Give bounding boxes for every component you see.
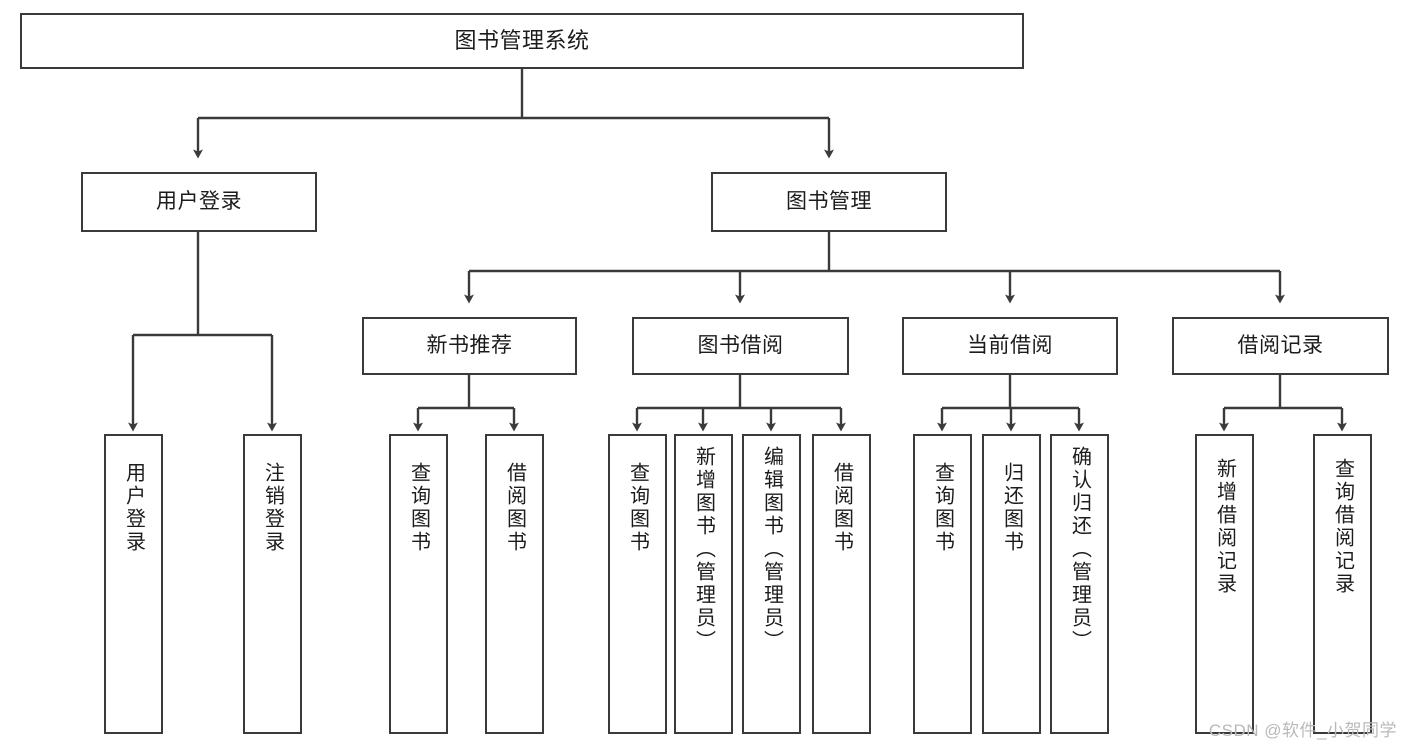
node-current-borrow[interactable]: 当前借阅 <box>902 317 1118 375</box>
node-current-borrow-label: 当前借阅 <box>967 334 1053 358</box>
leaf-user-login[interactable]: 用户登录 <box>104 434 163 734</box>
node-book-management-label: 图书管理 <box>786 190 872 214</box>
node-book-borrow[interactable]: 图书借阅 <box>632 317 849 375</box>
leaf-borrow-books-1-label: 借阅图书 <box>503 462 526 554</box>
node-new-book-recommend[interactable]: 新书推荐 <box>362 317 577 375</box>
node-borrow-record-label: 借阅记录 <box>1237 334 1324 358</box>
leaf-logout-login-label: 注销登录 <box>261 462 284 554</box>
leaf-add-record[interactable]: 新增借阅记录 <box>1195 434 1254 734</box>
node-user-login[interactable]: 用户登录 <box>81 172 317 232</box>
leaf-query-record[interactable]: 查询借阅记录 <box>1313 434 1372 734</box>
node-borrow-record[interactable]: 借阅记录 <box>1172 317 1389 375</box>
leaf-borrow-books-1[interactable]: 借阅图书 <box>485 434 544 734</box>
leaf-user-login-label: 用户登录 <box>122 462 145 554</box>
leaf-borrow-books-2-label: 借阅图书 <box>830 462 853 554</box>
node-book-borrow-label: 图书借阅 <box>697 334 784 358</box>
node-new-book-recommend-label: 新书推荐 <box>426 334 513 358</box>
leaf-query-books-3-label: 查询图书 <box>931 462 954 554</box>
leaf-add-record-label: 新增借阅记录 <box>1213 458 1236 596</box>
leaf-query-books-2-label: 查询图书 <box>626 462 649 554</box>
node-user-login-label: 用户登录 <box>156 190 242 214</box>
leaf-query-books-1-label: 查询图书 <box>407 462 430 554</box>
node-book-management[interactable]: 图书管理 <box>711 172 947 232</box>
leaf-return-book-label: 归还图书 <box>1000 462 1023 554</box>
leaf-add-book-label: 新增图书（管理员） <box>692 446 715 653</box>
leaf-edit-book[interactable]: 编辑图书（管理员） <box>742 434 801 734</box>
node-root[interactable]: 图书管理系统 <box>20 13 1024 69</box>
leaf-add-book[interactable]: 新增图书（管理员） <box>674 434 733 734</box>
leaf-query-record-label: 查询借阅记录 <box>1331 458 1354 596</box>
node-root-label: 图书管理系统 <box>454 27 590 53</box>
leaf-borrow-books-2[interactable]: 借阅图书 <box>812 434 871 734</box>
leaf-return-book[interactable]: 归还图书 <box>982 434 1041 734</box>
leaf-query-books-3[interactable]: 查询图书 <box>913 434 972 734</box>
leaf-logout-login[interactable]: 注销登录 <box>243 434 302 734</box>
leaf-edit-book-label: 编辑图书（管理员） <box>760 446 783 653</box>
leaf-confirm-return[interactable]: 确认归还（管理员） <box>1050 434 1109 734</box>
watermark: CSDN @软件_小贺同学 <box>1208 721 1397 740</box>
leaf-query-books-1[interactable]: 查询图书 <box>389 434 448 734</box>
leaf-query-books-2[interactable]: 查询图书 <box>608 434 667 734</box>
leaf-confirm-return-label: 确认归还（管理员） <box>1068 446 1091 653</box>
